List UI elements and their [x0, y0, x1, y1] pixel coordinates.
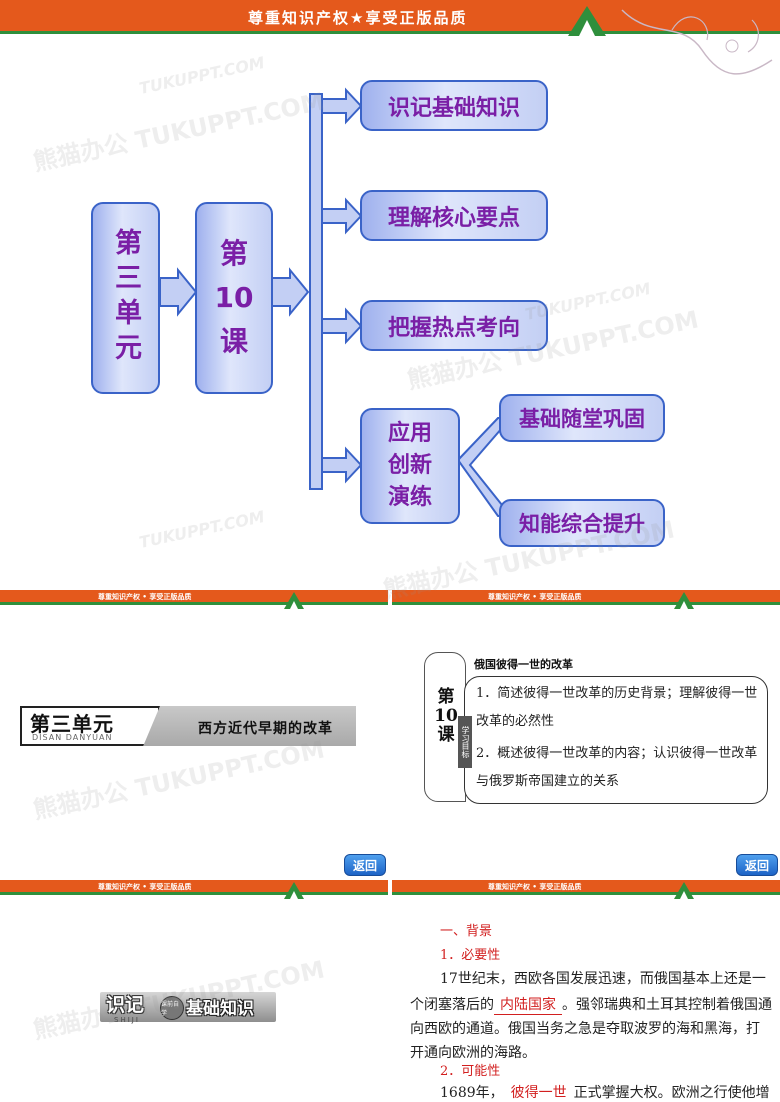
branch-box-shiji[interactable]: 识记基础知识 — [360, 80, 548, 131]
unit-tag — [20, 706, 160, 746]
header-banner — [0, 0, 780, 34]
goal-tag: 学习目标 — [458, 716, 472, 768]
branch-label: 识记基础知识 — [387, 95, 520, 121]
back-button[interactable]: 返回 — [736, 854, 778, 876]
header-banner — [0, 880, 388, 895]
lesson-title: 俄国彼得一世的改革 — [474, 658, 573, 671]
lesson-label-text: 第10课 — [214, 237, 254, 358]
mountain-logo-icon — [674, 882, 694, 899]
unit-intro-bar: 第三单元 DISAN DANYUAN 西方近代早期的改革 — [20, 706, 356, 746]
mountain-logo-icon — [284, 882, 304, 899]
lesson-box[interactable]: 第10课 — [195, 202, 273, 394]
shiji-bar — [100, 992, 276, 1022]
apply-group-label: 应用创新演练 — [387, 421, 432, 510]
text-segment: 个闭塞落后的 — [410, 997, 494, 1013]
lesson-label: 第10课 — [214, 232, 254, 364]
banner-text: 尊重知识产权 • 享受正版品质 — [488, 593, 582, 601]
paragraph-line: 个闭塞落后的内陆国家。强邻瑞典和土耳其控制着俄国通 — [410, 994, 772, 1015]
lesson-number: 第10课 — [434, 687, 458, 745]
banner-text: 尊重知识产权 • 享受正版品质 — [98, 593, 192, 601]
unit-pinyin: DISAN DANYUAN — [32, 733, 113, 742]
branch-label: 理解核心要点 — [387, 205, 520, 231]
text-segment: 1689年， — [440, 1085, 504, 1101]
paragraph-line: 开通向欧洲的海路。 — [410, 1045, 536, 1061]
goal-item: 1．简述彼得一世改革的历史背景；理解彼得一世改革的必然性 — [476, 686, 758, 729]
goal-item: 2．概述彼得一世改革的内容；认识彼得一世改革与俄罗斯帝国建立的关系 — [476, 746, 758, 789]
branch-box-lijie[interactable]: 理解核心要点 — [360, 190, 548, 241]
paragraph-line: 1689年，彼得一世正式掌握大权。欧洲之行使他增 — [440, 1082, 770, 1102]
header-banner — [392, 880, 780, 895]
apply-item-label: 知能综合提升 — [519, 512, 645, 536]
paragraph-line: 17世纪末，西欧各国发展迅速，而俄国基本上还是一 — [440, 971, 766, 987]
flourish-icon — [621, 9, 773, 75]
shiji-pinyin: SHIJI — [114, 1016, 140, 1024]
text-segment: 。强邻瑞典和土耳其控制着俄国通 — [562, 997, 772, 1013]
paragraph-line: 向西欧的通道。俄国当务之急是夺取波罗的海和黑海，打 — [410, 1021, 760, 1037]
back-button[interactable]: 返回 — [344, 854, 386, 876]
mountain-logo-icon — [568, 6, 606, 36]
shiji-title: 识记 — [106, 994, 145, 1016]
item-heading: 1．必要性 — [440, 948, 501, 963]
banner-text: 尊重知识产权 • 享受正版品质 — [98, 883, 192, 891]
branch-label: 把握热点考向 — [387, 315, 520, 341]
text-segment: 正式掌握大权。欧洲之行使他增 — [573, 1085, 770, 1101]
mountain-logo-icon — [674, 592, 694, 609]
answer-blank: 内陆国家 — [494, 994, 562, 1015]
goal-box — [464, 676, 768, 804]
unit-title: 第三单元 — [30, 712, 114, 736]
apply-item-jichu[interactable]: 基础随堂巩固 — [499, 394, 665, 442]
mountain-logo-icon — [284, 592, 304, 609]
branch-box-bawo[interactable]: 把握热点考向 — [360, 300, 548, 351]
answer-blank: 彼得一世 — [504, 1082, 574, 1102]
section-heading: 一、背景 — [440, 924, 493, 939]
apply-item-label: 基础随堂巩固 — [519, 407, 645, 431]
shiji-badge: 课前自学 — [160, 996, 184, 1020]
banner-text: 尊重知识产权 • 享受正版品质 — [488, 883, 582, 891]
apply-item-zhineng[interactable]: 知能综合提升 — [499, 499, 665, 547]
banner-text: 尊重知识产权★享受正版品质 — [248, 9, 468, 27]
unit-box[interactable]: 第三单元 — [91, 202, 160, 394]
unit-label: 第三单元 — [110, 228, 141, 368]
apply-group-box[interactable]: 应用创新演练 — [360, 408, 460, 524]
shiji-label[interactable]: 基础知识 — [186, 999, 254, 1019]
unit-subject: 西方近代早期的改革 — [198, 721, 333, 737]
header-banner — [392, 590, 780, 605]
header-banner — [0, 590, 388, 605]
item-heading: 2．可能性 — [440, 1064, 501, 1079]
